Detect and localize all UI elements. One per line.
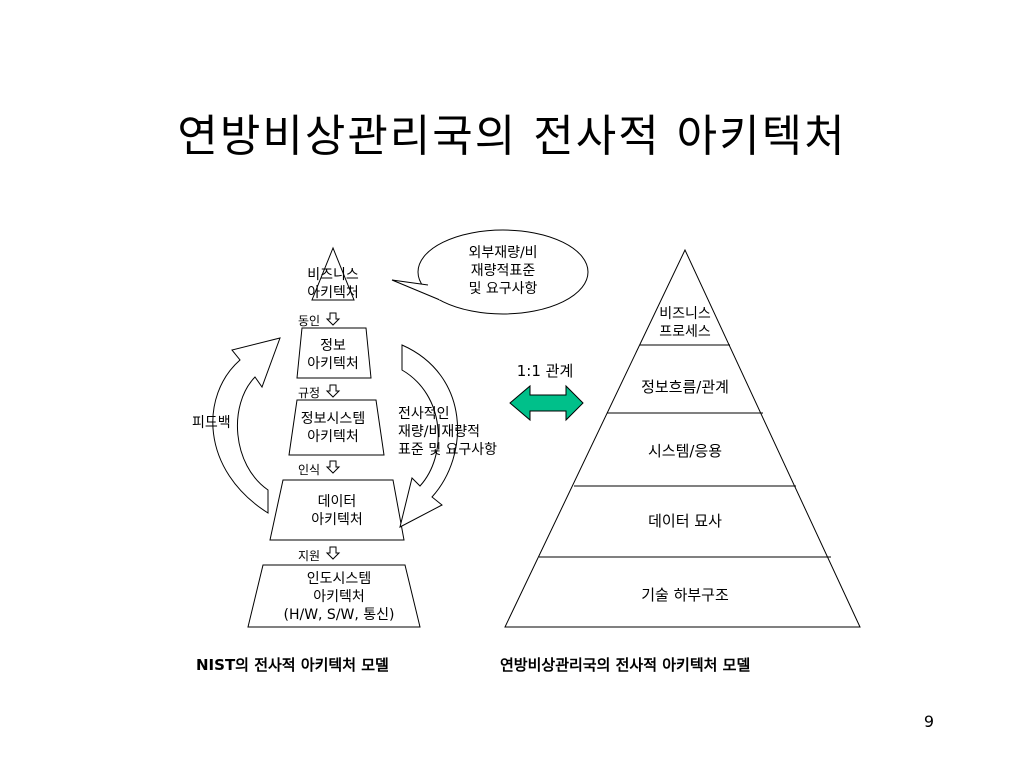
- relation-double-arrow-icon: [509, 384, 584, 422]
- callout-bubble: [391, 229, 589, 315]
- fema-layer-system-application: 시스템/응용: [647, 442, 723, 460]
- fema-pyramid: [504, 248, 861, 628]
- relation-label-support: 지원: [298, 549, 321, 563]
- fema-layer-data-description: 데이터 묘사: [648, 512, 722, 530]
- relation-label: 1:1 관계: [516, 362, 574, 380]
- nist-info-system-box: [288, 399, 385, 456]
- nist-infra-box: [247, 564, 421, 628]
- nist-information-box: [296, 327, 372, 379]
- slide-title: 연방비상관리국의 전사적 아키텍처: [177, 111, 847, 162]
- down-arrow-icon: [325, 312, 341, 560]
- nist-data-box: [269, 479, 405, 541]
- fema-layer-technology-infra: 기술 하부구조: [641, 586, 729, 604]
- page-number: 9: [923, 712, 934, 731]
- relation-label-drive: 동인: [298, 314, 321, 328]
- nist-business-triangle: [311, 246, 355, 301]
- feedback-label: 피드백: [192, 415, 231, 431]
- relation-label-recognize: 인식: [298, 463, 321, 477]
- relation-label-regulate: 규정: [298, 386, 321, 400]
- feedback-arrow-icon: [212, 337, 281, 514]
- nist-caption: NIST의 전사적 아키텍처 모델: [196, 656, 389, 674]
- fema-caption: 연방비상관리국의 전사적 아키텍처 모델: [500, 656, 751, 674]
- standards-arrow-icon: [399, 344, 458, 528]
- fema-layer-information-flow: 정보흐름/관계: [641, 378, 729, 396]
